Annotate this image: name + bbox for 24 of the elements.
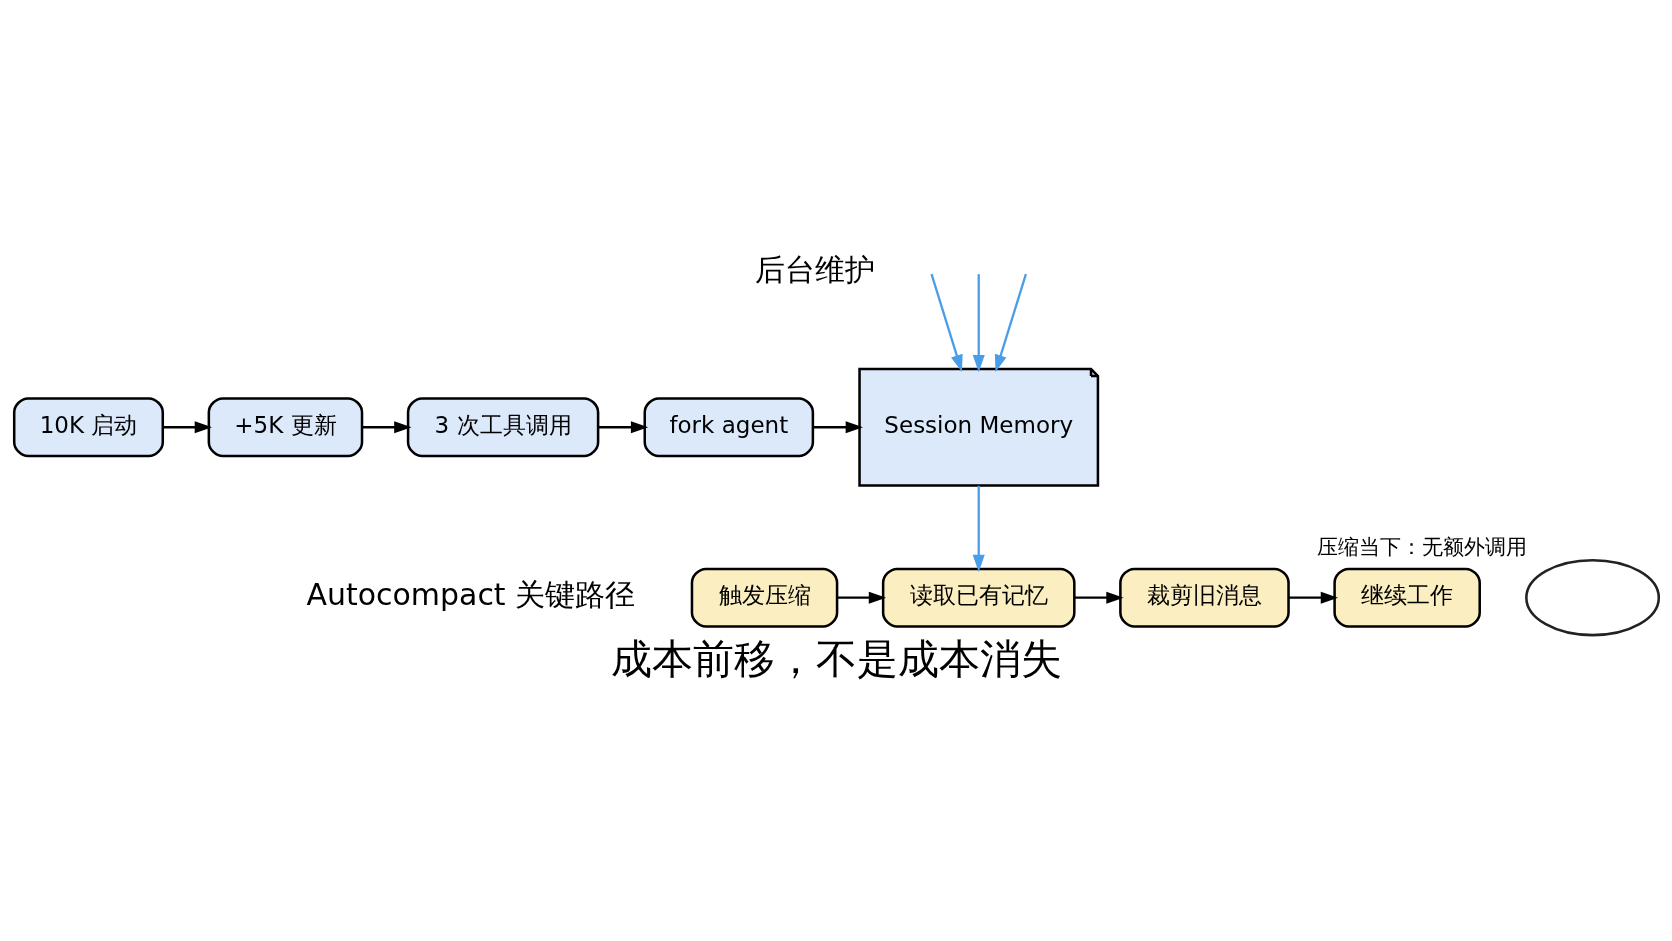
arrow — [994, 273, 1027, 372]
node-box: 继续工作 — [1332, 567, 1481, 628]
arrow — [812, 420, 863, 433]
node-box: 触发压缩 — [690, 567, 838, 628]
node-bubble — [1524, 558, 1660, 636]
arrow — [1288, 591, 1338, 604]
node-box: 3 次工具调用 — [406, 396, 599, 457]
label: 后台维护 — [754, 251, 875, 287]
arrow — [597, 420, 648, 433]
node-box: 读取已有记忆 — [881, 567, 1076, 628]
label: Autocompact 关键路径 — [306, 576, 635, 612]
node-box: 10K 启动 — [12, 396, 164, 457]
arrow — [972, 485, 985, 572]
arrow — [361, 420, 411, 433]
node-box: 裁剪旧消息 — [1118, 567, 1290, 628]
arrow — [972, 273, 985, 372]
arrow — [162, 420, 212, 433]
node-label: 压缩当下：无额外调用 — [1316, 534, 1527, 559]
arrow — [929, 273, 963, 372]
arrow — [1073, 591, 1124, 604]
node-box: +5K 更新 — [207, 396, 363, 457]
node-box: fork agent — [643, 396, 814, 457]
arrow — [836, 591, 886, 604]
caption: 成本前移，不是成本消失 — [610, 634, 1062, 683]
